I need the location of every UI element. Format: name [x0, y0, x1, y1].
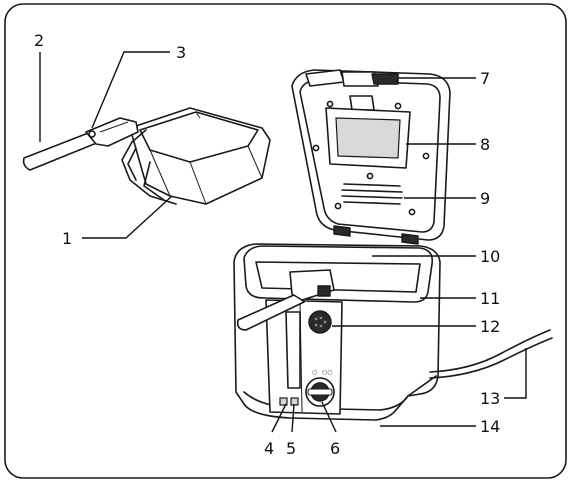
callout-8: 8 — [480, 135, 490, 154]
callout-4: 4 — [264, 439, 274, 458]
knob-mark-high: ○○ — [322, 369, 332, 376]
callout-13: 13 — [480, 389, 500, 408]
callout-numbers: 1 2 3 4 5 6 7 8 9 10 11 12 13 14 — [34, 31, 500, 458]
leader-13 — [504, 348, 527, 399]
callout-10: 10 — [480, 247, 500, 266]
leader-4 — [271, 403, 287, 433]
callout-5: 5 — [286, 439, 296, 458]
leader-3 — [91, 51, 170, 129]
callout-9: 9 — [480, 189, 490, 208]
lid-illustration — [291, 69, 451, 245]
leader-1 — [82, 195, 173, 239]
callout-14: 14 — [480, 417, 500, 436]
leader-6 — [321, 401, 337, 433]
callout-3: 3 — [176, 43, 186, 62]
basket-illustration — [22, 107, 271, 205]
callout-6: 6 — [330, 439, 340, 458]
callout-1: 1 — [62, 229, 72, 248]
fryer-body-illustration: ○ ○○ — [233, 243, 553, 421]
frame-border — [4, 3, 567, 479]
leader-lines — [39, 51, 527, 433]
callout-11: 11 — [480, 289, 500, 308]
leader-5 — [291, 403, 295, 433]
callout-7: 7 — [480, 69, 490, 88]
knob-mark-low: ○ — [312, 369, 317, 376]
callout-12: 12 — [480, 317, 500, 336]
callout-2: 2 — [34, 31, 44, 50]
